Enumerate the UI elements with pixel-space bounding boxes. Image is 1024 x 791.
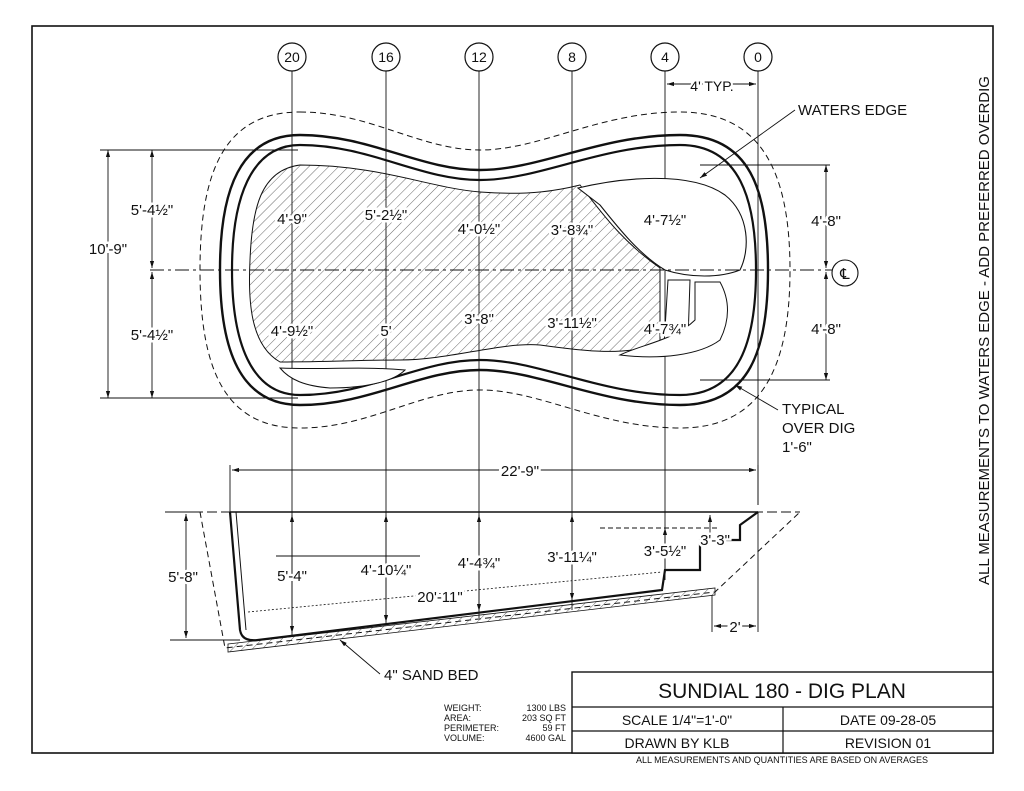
stat-area-label: AREA: xyxy=(444,713,471,723)
upper-dim-station-8: 3'-8¾" xyxy=(551,222,593,239)
half-width-bottom-dim: 5'-4½" xyxy=(131,327,173,344)
overall-width-dim: 10'-9" xyxy=(89,241,127,258)
step-width-dim: 2' xyxy=(729,619,740,636)
pool-outer-lip xyxy=(218,133,770,407)
upper-dim-station-4: 4'-7½" xyxy=(644,212,686,229)
right-half-bottom-dim: 4'-8" xyxy=(811,321,841,338)
station-0: 0 xyxy=(743,42,773,72)
depth-station-8: 3'-11¼" xyxy=(547,549,597,566)
sun-shelf xyxy=(576,177,747,277)
date-text: DATE 09-28-05 xyxy=(840,712,936,728)
revision-text: REVISION 01 xyxy=(845,735,932,751)
overdig-label-1: TYPICAL xyxy=(782,401,845,418)
centerline-mark: ℄ xyxy=(839,266,850,283)
stat-weight-value: 1300 LBS xyxy=(526,703,566,713)
svg-text:8: 8 xyxy=(568,49,576,65)
overdig-label-2: OVER DIG xyxy=(782,420,855,437)
stat-area-value: 203 SQ FT xyxy=(522,713,567,723)
section-view: 22'-9" xyxy=(165,461,801,684)
station-8: 8 xyxy=(557,42,587,72)
bench-left xyxy=(278,367,407,389)
lower-dim-station-12: 3'-8" xyxy=(464,311,494,328)
floor-length-dim: 20'-11" xyxy=(417,589,462,606)
title-text: SUNDIAL 180 - DIG PLAN xyxy=(658,680,906,703)
drawn-by-text: DRAWN BY KLB xyxy=(624,735,729,751)
plan-view: 20 16 12 8 4 0 4' TYP. xyxy=(86,42,907,635)
lower-dim-station-4: 4'-7¾" xyxy=(644,321,686,338)
waters-edge-label: WATERS EDGE xyxy=(798,102,907,119)
sheet-border xyxy=(31,25,994,754)
overall-length-dim: 22'-9" xyxy=(501,463,539,480)
svg-text:20: 20 xyxy=(284,49,300,65)
bottom-note: ALL MEASUREMENTS AND QUANTITIES ARE BASE… xyxy=(636,755,928,765)
station-12: 12 xyxy=(464,42,494,72)
station-4: 4 xyxy=(650,42,680,72)
lower-dim-station-16: 5' xyxy=(380,323,391,340)
stat-volume-label: VOLUME: xyxy=(444,733,485,743)
stat-weight-label: WEIGHT: xyxy=(444,703,482,713)
overdig-label-3: 1'-6" xyxy=(782,439,812,456)
station-20: 20 xyxy=(277,42,307,72)
side-note: ALL MEASUREMENTS TO WATERS EDGE - ADD PR… xyxy=(976,76,993,585)
depth-station-4: 3'-5½" xyxy=(644,543,686,560)
typ-spacing-label: 4' TYP. xyxy=(690,78,733,94)
depth-station-0: 3'-3" xyxy=(700,532,730,549)
lower-dim-station-8: 3'-11½" xyxy=(547,315,597,332)
title-block: SUNDIAL 180 - DIG PLAN SCALE 1/4"=1'-0" … xyxy=(571,671,994,754)
upper-dim-station-12: 4'-0½" xyxy=(458,221,500,238)
stat-perimeter-label: PERIMETER: xyxy=(444,723,499,733)
svg-text:16: 16 xyxy=(378,49,394,65)
depth-station-16: 4'-10¼" xyxy=(361,562,412,579)
corner-seat xyxy=(618,281,728,358)
lower-dim-station-20: 4'-9½" xyxy=(271,323,313,340)
max-depth-dim: 5'-8" xyxy=(168,569,198,586)
depth-station-12: 4'-4¾" xyxy=(458,555,500,572)
right-half-top-dim: 4'-8" xyxy=(811,213,841,230)
depth-station-20: 5'-4" xyxy=(277,568,307,585)
station-markers: 20 16 12 8 4 0 xyxy=(277,42,773,72)
waters-edge-outline xyxy=(230,143,758,397)
scale-text: SCALE 1/4"=1'-0" xyxy=(622,712,732,728)
sand-bed-hatch xyxy=(227,587,716,653)
stat-perimeter-value: 59 FT xyxy=(542,723,566,733)
svg-text:0: 0 xyxy=(754,49,762,65)
stats-block: WEIGHT: AREA: PERIMETER: VOLUME: 1300 LB… xyxy=(444,703,567,743)
upper-dim-station-20: 4'-9" xyxy=(277,211,307,228)
svg-text:4: 4 xyxy=(661,49,669,65)
overdig-outline xyxy=(199,111,791,429)
station-16: 16 xyxy=(371,42,401,72)
svg-text:12: 12 xyxy=(471,49,487,65)
stat-volume-value: 4600 GAL xyxy=(525,733,566,743)
sand-bed-label: 4" SAND BED xyxy=(384,667,479,684)
upper-dim-station-16: 5'-2½" xyxy=(365,207,407,224)
half-width-top-dim: 5'-4½" xyxy=(131,202,173,219)
pool-floor-hatch xyxy=(248,164,661,363)
section-shell-profile xyxy=(228,511,759,642)
